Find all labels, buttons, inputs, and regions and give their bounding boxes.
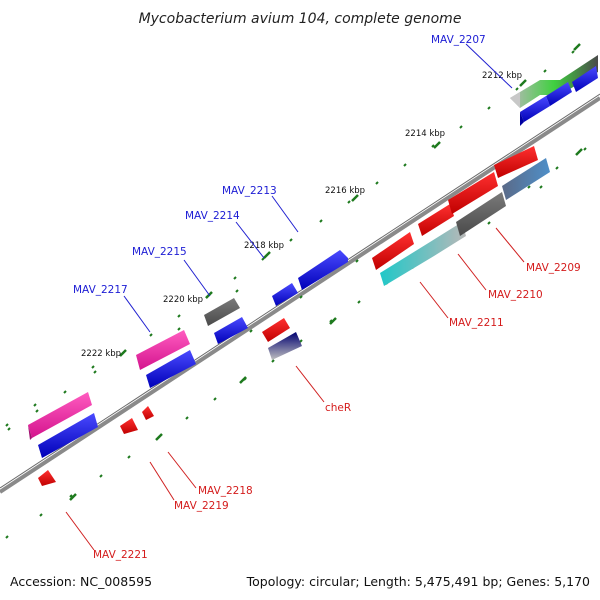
gene-mav2213[interactable] [272, 250, 348, 306]
tick-label-2220: 2220 kbp [163, 295, 203, 305]
gene-label-mav2207[interactable]: MAV_2207 [431, 34, 486, 46]
gene-blue-left[interactable] [38, 413, 98, 458]
gene-label-mav2221[interactable]: MAV_2221 [93, 549, 148, 561]
gene-label-mav2217[interactable]: MAV_2217 [73, 284, 128, 296]
genome-title: Mycobacterium avium 104, complete genome [139, 11, 462, 27]
gene-mav2215[interactable] [204, 298, 248, 344]
forward-major-ticks [119, 43, 581, 357]
leader-lines-reverse [65, 227, 525, 551]
gene-mav2218[interactable] [142, 406, 154, 420]
tick-label-2218: 2218 kbp [244, 241, 284, 251]
gene-label-mav2218[interactable]: MAV_2218 [198, 485, 253, 497]
gene-mav2217[interactable] [136, 330, 196, 388]
gene-label-mav2211[interactable]: MAV_2211 [449, 317, 504, 329]
gene-label-mav2219[interactable]: MAV_2219 [174, 500, 229, 512]
gene-mav2221[interactable] [38, 470, 56, 486]
gene-label-mav2213[interactable]: MAV_2213 [222, 185, 277, 197]
tick-label-2212: 2212 kbp [482, 71, 522, 81]
inner-tick-track [5, 185, 543, 427]
tick-label-2214: 2214 kbp [405, 129, 445, 139]
gene-mav2209-group[interactable] [372, 146, 550, 286]
tick-label-2222: 2222 kbp [81, 349, 121, 359]
tick-label-2216: 2216 kbp [325, 186, 365, 196]
gene-mav2219[interactable] [120, 418, 138, 434]
gene-label-cher[interactable]: cheR [325, 402, 351, 414]
reverse-major-ticks [69, 148, 583, 501]
leader-lines-forward [123, 43, 513, 333]
gene-label-mav2215[interactable]: MAV_2215 [132, 246, 187, 258]
forward-tick-track-outer [7, 50, 575, 431]
topology-text: Topology: circular; Length: 5,475,491 bp… [246, 574, 590, 589]
gene-pink-left[interactable] [28, 392, 92, 440]
gene-cheR[interactable] [262, 318, 302, 360]
gene-label-mav2209[interactable]: MAV_2209 [526, 262, 581, 274]
gene-label-mav2214[interactable]: MAV_2214 [185, 210, 240, 222]
gene-label-mav2210[interactable]: MAV_2210 [488, 289, 543, 301]
accession-text: Accession: NC_008595 [10, 574, 152, 589]
gene-mav2207-track[interactable] [510, 55, 598, 126]
